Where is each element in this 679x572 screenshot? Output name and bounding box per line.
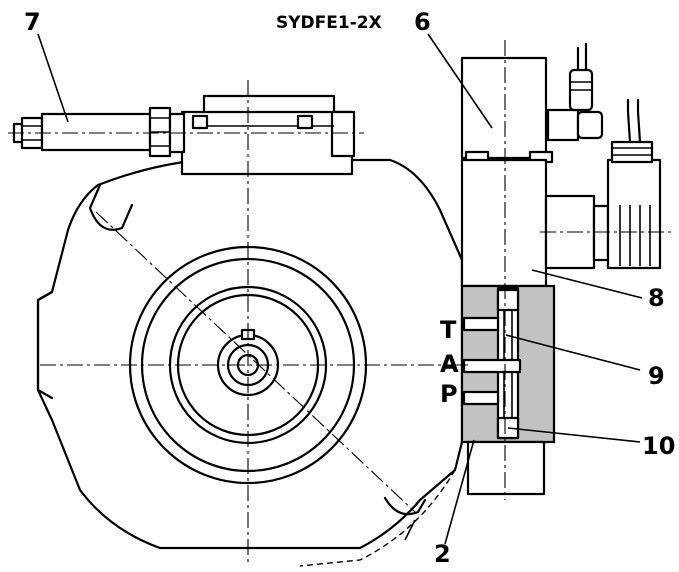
valve-assembly bbox=[460, 42, 662, 496]
compensator-block bbox=[180, 94, 356, 176]
labels: 7 SYDFE1-2X 6 8 9 10 2 T A P bbox=[24, 8, 675, 568]
pump-housing bbox=[36, 158, 464, 567]
label-port-p: P bbox=[440, 380, 458, 408]
label-8: 8 bbox=[648, 284, 665, 312]
label-10: 10 bbox=[642, 432, 675, 460]
label-9: 9 bbox=[648, 362, 665, 390]
label-port-a: A bbox=[440, 350, 459, 378]
label-6: 6 bbox=[414, 8, 431, 36]
adjuster-screw bbox=[12, 106, 186, 158]
label-port-t: T bbox=[440, 316, 457, 344]
center-lines bbox=[8, 40, 672, 566]
label-2: 2 bbox=[434, 540, 451, 568]
label-7: 7 bbox=[24, 8, 41, 36]
leader-lines bbox=[37, 33, 643, 545]
label-model: SYDFE1-2X bbox=[276, 13, 382, 33]
